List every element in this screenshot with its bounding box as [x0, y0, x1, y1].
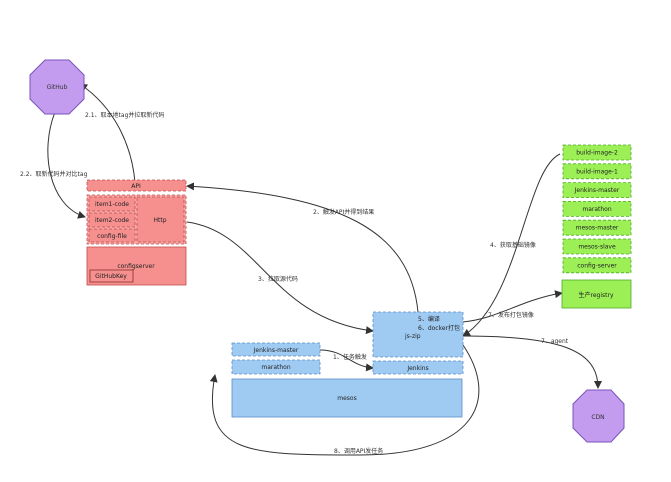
mesos-cluster-group: Jenkins-master marathon mesos 5、编译 6、doc…: [231, 311, 464, 418]
green-stack-box: [562, 257, 632, 274]
item2-code-label: item2-code: [95, 217, 129, 224]
http-box: [136, 196, 185, 243]
configserver-label: configserver: [117, 263, 155, 270]
config-file-label: config-file: [97, 233, 127, 240]
githubkey-box: [89, 269, 134, 283]
green-stack-box: [562, 163, 632, 180]
github-label: GitHub: [47, 84, 68, 91]
jenkins-master-left-label: Jenkins-master: [253, 347, 299, 354]
green-stack-label: build-image-1: [576, 168, 618, 175]
edge-labels: 2.1、取本地tag并拉取新代码 2.2、取新代码并对比tag 2、触发API并…: [20, 111, 569, 455]
green-stack-box: [562, 219, 632, 236]
api-label: API: [131, 183, 141, 190]
registry-node: 生产registry: [561, 279, 632, 309]
build-step-5: 5、编译: [418, 315, 440, 323]
item2-code-box: [88, 212, 136, 228]
edge-label-7b: 7、agent: [541, 338, 569, 345]
green-stack-label: mesos-slave: [578, 244, 616, 251]
green-stack-box: [562, 238, 632, 255]
config-file-box: [88, 228, 136, 243]
edge-build-to-cdn: [462, 335, 602, 389]
mesos-box: [231, 378, 463, 418]
edge-label-8: 8、调用API发任务: [334, 447, 383, 455]
edge-label-3: 3、拉取源代码: [258, 275, 298, 283]
github-node: GitHub: [29, 59, 85, 115]
green-stack-box: [562, 182, 632, 199]
edge-label-7a: 7、发布打包镜像: [488, 311, 534, 319]
green-stack-label: marathon: [582, 206, 611, 213]
green-stack-label: mesos-master: [576, 225, 619, 232]
edge-label-1: 1、任务触发: [333, 353, 367, 361]
edge-label-2-2: 2.2、取新代码并对比tag: [20, 170, 88, 178]
green-stack-label: build-image-2: [576, 150, 618, 157]
registry-label: 生产registry: [579, 291, 614, 299]
edges: [47, 83, 602, 456]
edge-build-to-registry: [462, 290, 563, 323]
edge-label-4: 4、获取基础镜像: [490, 241, 536, 249]
api-box: [86, 179, 187, 192]
cdn-node: CDN: [572, 389, 625, 443]
marathon-left-box: [231, 359, 321, 375]
build-step-6: 6、docker打包: [418, 324, 460, 332]
githubkey-label: GitHubKey: [95, 273, 127, 280]
marathon-left-label: marathon: [261, 364, 290, 371]
green-stack-box: [562, 144, 632, 161]
edge-api-task-loop: [209, 344, 480, 456]
edge-label-2-1: 2.1、取本地tag并拉取新代码: [85, 111, 164, 119]
edge-http-to-build: [186, 221, 374, 335]
registry-box: [561, 279, 632, 309]
green-stack-label: Jenkins-master: [574, 187, 620, 194]
green-stack-box: [562, 200, 632, 217]
edge-github-to-items: [47, 111, 86, 219]
base-image-stack: build-image-2 build-image-1Jenkins-master…: [562, 144, 632, 274]
mesos-label: mesos: [337, 395, 356, 402]
edge-jenkins-trigger: [319, 349, 374, 372]
green-stack-label: config-server: [577, 262, 617, 269]
jenkins-slave-box: [372, 360, 464, 375]
item1-code-box: [88, 196, 136, 212]
edge-api-to-github: [79, 83, 136, 183]
http-label: Http: [153, 217, 166, 224]
build-jszip: js-zip: [404, 333, 421, 340]
edge-label-2: 2、触发API并得到结果: [313, 208, 374, 216]
item1-code-label: item1-code: [95, 201, 129, 208]
jenkins-master-left-box: [231, 342, 321, 357]
build-box: [372, 311, 464, 358]
edge-build-to-api: [186, 182, 419, 313]
cdn-label: CDN: [591, 414, 604, 421]
jenkins-slave-label: Jenkins: [406, 365, 428, 372]
api-service-group: API item1-code item2-code config-file Ht…: [86, 179, 187, 286]
